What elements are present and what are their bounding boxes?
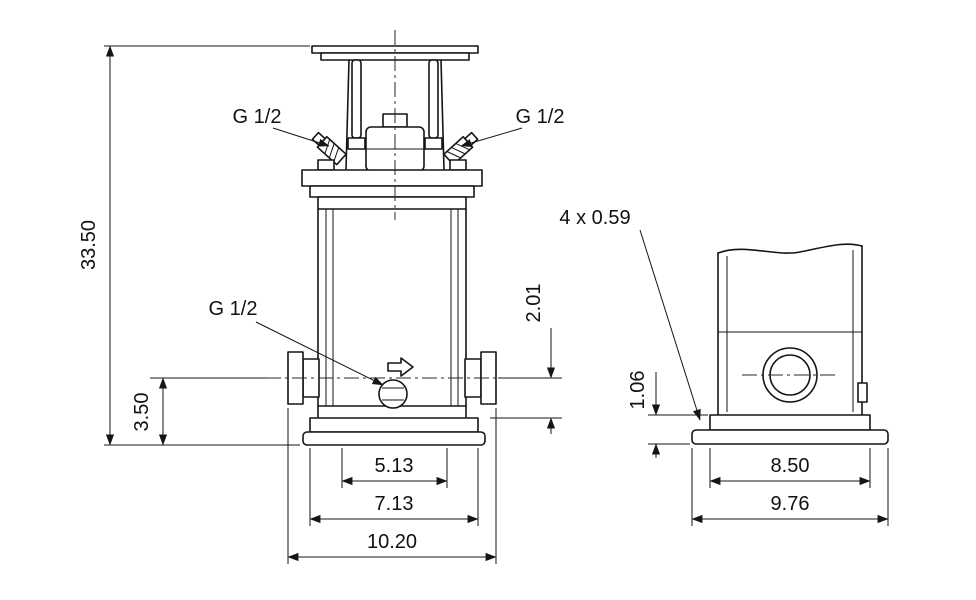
dim-text-inner-base-width: 5.13 <box>375 455 414 477</box>
dim-text-base-plate-width: 7.13 <box>375 493 414 515</box>
label-port-top-right: G 1/2 <box>516 106 565 128</box>
flange-bolt-right <box>449 159 467 171</box>
dimension-base-height: 1.06 <box>627 371 708 458</box>
break-line <box>717 243 863 254</box>
front-drain-plug <box>378 379 408 409</box>
port-labels: G 1/2 G 1/2 G 1/2 4 x 0.59 <box>209 106 701 421</box>
side-view <box>691 243 889 445</box>
stud-nut-right <box>424 137 443 150</box>
centerlines <box>266 30 838 379</box>
dim-text-base-height: 1.06 <box>627 371 649 410</box>
label-bolt-holes-note: 4 x 0.59 <box>559 207 630 229</box>
stud-right <box>428 59 439 139</box>
leader-drain-port <box>255 321 384 386</box>
dimension-port-height-base: 2.01 <box>490 284 562 434</box>
front-base <box>302 417 486 446</box>
front-view <box>287 45 497 446</box>
dim-text-overall-depth: 9.76 <box>771 493 810 515</box>
dimension-port-height-floor: 3.50 <box>131 377 266 446</box>
leader-bolt-holes <box>639 229 701 421</box>
dim-text-port-height-base: 2.01 <box>523 284 545 323</box>
stud-nut-left <box>347 137 366 150</box>
dim-text-port-to-port-width: 10.20 <box>367 531 417 553</box>
side-base <box>691 414 889 445</box>
dim-text-overall-height: 33.50 <box>78 220 100 270</box>
side-plug <box>857 382 868 403</box>
leader-port-top-right <box>460 127 523 147</box>
flow-direction-arrow-icon <box>387 357 414 377</box>
stud-left <box>351 59 362 139</box>
dimension-base-plate-depth: 8.50 <box>709 448 871 488</box>
dimension-overall-depth: 9.76 <box>691 448 889 526</box>
dim-text-base-plate-depth: 8.50 <box>771 455 810 477</box>
leader-port-top-left <box>272 127 330 147</box>
label-drain-port: G 1/2 <box>209 298 258 320</box>
dimension-base-plate-width: 7.13 <box>309 448 479 526</box>
dim-text-port-height-floor: 3.50 <box>131 393 153 432</box>
dimension-inner-base-width: 5.13 <box>341 448 448 488</box>
label-port-top-left: G 1/2 <box>233 106 282 128</box>
dimension-port-to-port-width: 10.20 <box>287 408 497 564</box>
flange-bolt-left <box>317 159 335 171</box>
dimension-overall-height: 33.50 <box>78 45 310 446</box>
front-pump-head-flange <box>301 159 483 198</box>
